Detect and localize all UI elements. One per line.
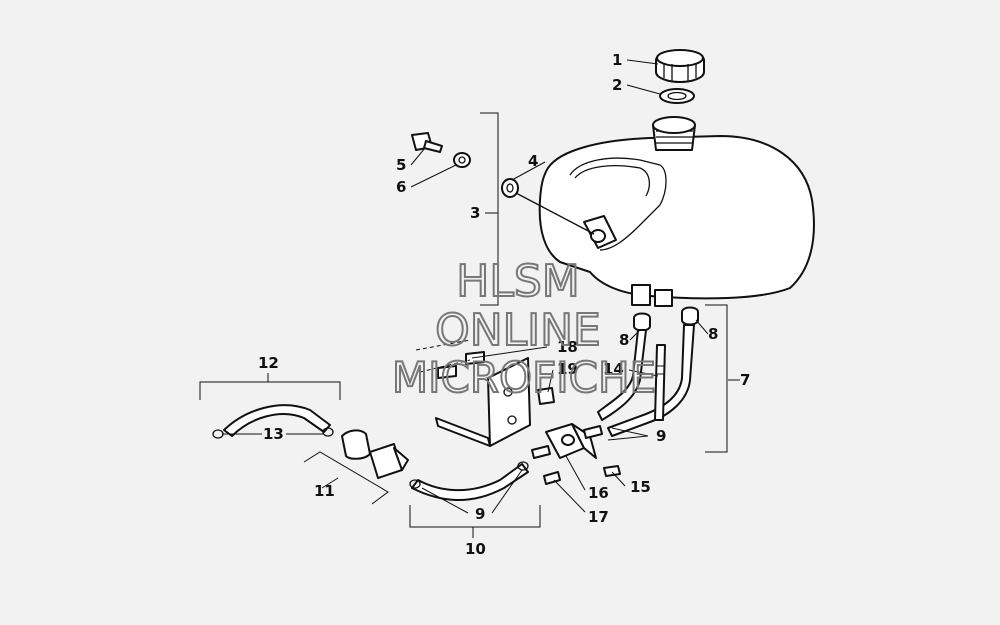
- fuel-filter: [341, 429, 409, 479]
- upper-hose: [212, 404, 334, 439]
- alignment-line: [515, 192, 595, 235]
- watermark-hlsm: HLSM: [456, 256, 580, 307]
- bolt: [411, 132, 443, 153]
- callout-16: 16: [588, 484, 609, 502]
- lower-hose: [409, 461, 529, 502]
- watermark: HLSM ONLINE MICROFICHE: [391, 255, 657, 403]
- callout-10: 10: [465, 540, 486, 558]
- watermark-online: ONLINE: [435, 305, 601, 356]
- callout-7: 7: [740, 371, 750, 389]
- callout-2: 2: [612, 76, 622, 94]
- callout-9-lower: 9: [475, 505, 485, 523]
- callout-11: 11: [314, 482, 335, 500]
- callout-6: 6: [396, 178, 406, 196]
- group-bracket-10: [409, 505, 541, 528]
- callouts: 1 2 3 4 5 6 7 8 8 9 9 10 11 12 13 14 15 …: [258, 51, 750, 558]
- nut: [537, 387, 555, 405]
- group-bracket-12: [199, 381, 341, 400]
- callout-3: 3: [470, 204, 480, 222]
- callout-18: 18: [557, 338, 578, 356]
- group-bracket-7: [705, 304, 728, 453]
- washer: [453, 152, 471, 168]
- watermark-microfiche: MICROFICHE: [392, 353, 656, 402]
- hose-assembly: [597, 306, 699, 437]
- mounting-bracket: [435, 357, 531, 447]
- group-bracket-11: [303, 451, 389, 505]
- callout-17: 17: [588, 508, 609, 526]
- leader-lines: [222, 59, 740, 538]
- callout-8-right: 8: [708, 325, 718, 343]
- fuel-cap: [655, 49, 705, 83]
- screws: [415, 339, 485, 379]
- callout-5: 5: [396, 156, 406, 174]
- callout-9-right: 9: [656, 427, 666, 445]
- callout-8-left: 8: [619, 331, 629, 349]
- grommet: [501, 178, 519, 198]
- group-bracket-3: [480, 112, 499, 306]
- callout-4: 4: [528, 152, 538, 170]
- callout-19: 19: [557, 360, 578, 378]
- callout-14: 14: [603, 360, 624, 378]
- callout-13: 13: [263, 425, 284, 443]
- fuel-valve: [531, 423, 603, 459]
- callout-12: 12: [258, 354, 279, 372]
- callout-1: 1: [612, 51, 622, 69]
- cap-gasket: [659, 88, 695, 104]
- callout-15: 15: [630, 478, 651, 496]
- valve-screws: [543, 465, 621, 485]
- fuel-tank: [538, 116, 815, 307]
